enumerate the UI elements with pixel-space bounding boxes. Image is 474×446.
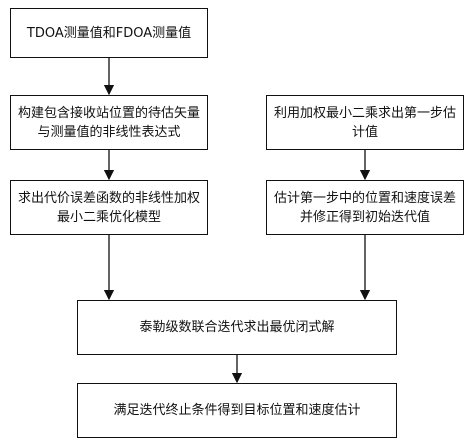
node-label: 利用加权最小二乘求出第一步估计值 bbox=[273, 105, 456, 140]
node-label: 求出代价误差函数的非线性加权最小二乘优化模型 bbox=[17, 190, 200, 225]
node-error-correction-initial-value: 估计第一步中的位置和速度误差并修正得到初始迭代值 bbox=[266, 180, 464, 235]
node-weighted-least-squares-model: 求出代价误差函数的非线性加权最小二乘优化模型 bbox=[10, 180, 208, 235]
node-taylor-series-iteration: 泰勒级数联合迭代求出最优闭式解 bbox=[77, 300, 397, 355]
node-label: 构建包含接收站位置的待估矢量与测量值的非线性表达式 bbox=[17, 105, 200, 140]
node-build-nonlinear-expression: 构建包含接收站位置的待估矢量与测量值的非线性表达式 bbox=[10, 95, 208, 150]
node-termination-final-estimate: 满足迭代终止条件得到目标位置和速度估计 bbox=[77, 383, 397, 438]
node-label: 泰勒级数联合迭代求出最优闭式解 bbox=[139, 320, 335, 335]
node-label: 满足迭代终止条件得到目标位置和速度估计 bbox=[113, 403, 361, 418]
node-tdoa-fdoa-measurements: TDOA测量值和FDOA测量值 bbox=[10, 8, 208, 58]
node-first-step-estimate: 利用加权最小二乘求出第一步估计值 bbox=[266, 95, 464, 150]
node-label: 估计第一步中的位置和速度误差并修正得到初始迭代值 bbox=[273, 190, 456, 225]
node-label: TDOA测量值和FDOA测量值 bbox=[26, 25, 192, 41]
